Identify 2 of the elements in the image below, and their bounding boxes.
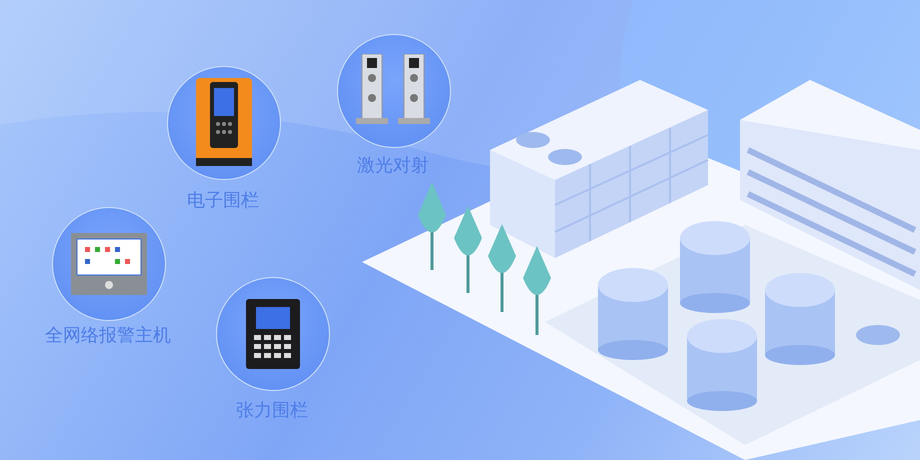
product-label: 全网络报警主机: [45, 324, 171, 347]
product-label: 电子围栏: [187, 189, 259, 212]
